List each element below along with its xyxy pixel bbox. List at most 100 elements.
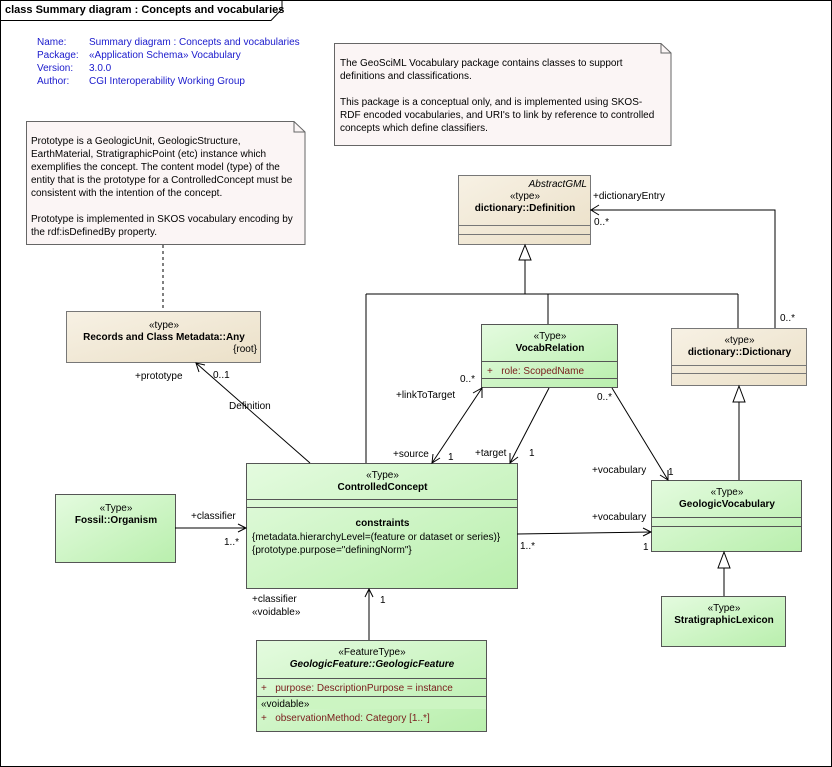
generalization-lexicon <box>717 550 731 596</box>
records-any-box <box>66 311 261 363</box>
class-stereotype: «Type» <box>710 487 744 498</box>
class-controlled-concept[interactable]: «Type» ControlledConcept constraints {me… <box>247 464 518 556</box>
package-note-shape <box>334 43 672 146</box>
package-note: The GeoSciML Vocabulary package contains… <box>340 57 662 135</box>
vr-vocabulary-association <box>611 387 669 481</box>
class-attribute: + role: ScopedName <box>487 365 584 378</box>
info-value: CGI Interoperability Working Group <box>89 76 245 87</box>
class-stereotype: «type» <box>509 191 541 202</box>
class-name: GeologicVocabulary <box>679 499 775 510</box>
geologic-feature-box <box>256 640 487 732</box>
constraints-list: {metadata.hierarchyLevel=(feature or dat… <box>252 531 500 557</box>
class-attribute: + observationMethod: Category [1..*] <box>261 712 430 725</box>
info-value: «Application Schema» Vocabulary <box>89 50 241 61</box>
class-definition[interactable]: AbstractGML «type» dictionary::Definitio… <box>459 176 591 215</box>
note-paragraph: This package is a conceptual only, and i… <box>340 97 655 134</box>
multiplicity-label: 0..* <box>780 313 796 324</box>
attribute-text: purpose: DescriptionPurpose = instance <box>275 683 453 694</box>
class-fossil-organism[interactable]: «Type» Fossil::Organism <box>56 495 176 527</box>
class-stereotype: «FeatureType» <box>338 647 406 658</box>
vocab-relation-box <box>481 324 618 388</box>
attribute-visibility: + <box>261 683 267 694</box>
multiplicity-label: 0..* <box>594 217 610 228</box>
role-label: +classifier <box>252 594 297 605</box>
info-value: 3.0.0 <box>89 63 112 74</box>
class-name: dictionary::Definition <box>474 203 576 214</box>
attribute-visibility: + <box>487 366 493 377</box>
prototype-note-shape <box>26 121 306 245</box>
generalization-to-definition <box>365 243 739 463</box>
multiplicity-label: 1 <box>380 595 386 606</box>
role-label: +classifier <box>191 511 236 522</box>
association-name: Definition <box>229 401 271 412</box>
link-to-target-association <box>431 387 483 464</box>
multiplicity-label: 1 <box>448 452 454 463</box>
info-key: Name: <box>37 37 67 48</box>
constraint: {prototype.purpose="definingNorm"} <box>252 545 412 556</box>
role-stereotype: «voidable» <box>252 607 301 618</box>
class-name: Fossil::Organism <box>74 515 158 526</box>
class-stereotype: «Type» <box>99 503 133 514</box>
class-name: dictionary::Dictionary <box>687 347 792 358</box>
info-value: Summary diagram : Concepts and vocabular… <box>89 37 300 48</box>
class-records-any[interactable]: «type» Records and Class Metadata::Any {… <box>67 312 261 356</box>
class-vocab-relation[interactable]: «Type» VocabRelation + role: ScopedName <box>482 325 618 377</box>
controlled-concept-box <box>246 463 518 589</box>
class-stereotype: «Type» <box>533 331 567 342</box>
class-geologic-vocabulary[interactable]: «Type» GeologicVocabulary <box>652 481 802 511</box>
class-stereotype: «type» <box>724 335 755 346</box>
diagram-title: class Summary diagram : Concepts and voc… <box>5 4 285 16</box>
class-attribute: + purpose: DescriptionPurpose = instance <box>261 682 453 695</box>
prototype-note: Prototype is a GeologicUnit, GeologicStr… <box>31 135 301 239</box>
multiplicity-label: 1 <box>643 542 649 553</box>
note-paragraph: Prototype is a GeologicUnit, GeologicStr… <box>31 136 293 199</box>
info-key: Package: <box>37 50 79 61</box>
generalization-vocabulary <box>732 384 746 480</box>
role-label: +prototype <box>135 371 183 382</box>
diagram-info: Name: Summary diagram : Concepts and voca… <box>37 36 300 88</box>
class-tag: {root} <box>233 344 257 355</box>
constraint: {metadata.hierarchyLevel=(feature or dat… <box>252 532 501 543</box>
cc-vocabulary-association <box>516 527 653 537</box>
voidable-stereotype: «voidable» <box>261 699 310 710</box>
feature-classifier-association <box>364 587 374 640</box>
attribute-visibility: + <box>261 713 267 724</box>
role-label: +vocabulary <box>592 465 647 476</box>
stratigraphic-lexicon-box <box>661 596 786 647</box>
multiplicity-label: 0..1 <box>213 370 230 381</box>
role-label: +linkToTarget <box>396 390 456 401</box>
multiplicity-label: 1..* <box>520 541 536 552</box>
class-name: ControlledConcept <box>337 482 428 493</box>
geologic-vocabulary-box <box>651 480 802 552</box>
role-label: +source <box>393 449 429 460</box>
class-name: Records and Class Metadata::Any <box>83 332 245 343</box>
dictionary-box <box>671 328 807 386</box>
multiplicity-label: 1 <box>529 448 535 459</box>
class-name: VocabRelation <box>515 343 585 354</box>
attribute-text: observationMethod: Category [1..*] <box>275 713 430 724</box>
diagram-tab <box>0 0 283 21</box>
multiplicity-label: 0..* <box>597 392 613 403</box>
info-key: Version: <box>37 63 74 74</box>
class-stratigraphic-lexicon[interactable]: «Type» StratigraphicLexicon <box>662 597 786 627</box>
role-label: +dictionaryEntry <box>593 191 665 202</box>
class-stereotype: «type» <box>148 320 180 331</box>
target-association <box>509 387 550 464</box>
class-name: StratigraphicLexicon <box>674 615 774 626</box>
class-geologic-feature[interactable]: «FeatureType» GeologicFeature::GeologicF… <box>257 641 487 724</box>
multiplicity-label: 1 <box>668 467 674 478</box>
note-paragraph: The GeoSciML Vocabulary package contains… <box>340 58 623 82</box>
class-stereotype: «Type» <box>707 603 741 614</box>
constraints-title: constraints <box>355 518 410 529</box>
dictionary-entry-association <box>590 204 776 328</box>
class-dictionary[interactable]: «type» dictionary::Dictionary <box>672 329 807 359</box>
abstract-label: AbstractGML <box>528 179 587 190</box>
multiplicity-label: 0..* <box>460 374 476 385</box>
class-name: GeologicFeature::GeologicFeature <box>289 659 455 670</box>
attribute-text: role: ScopedName <box>501 366 585 377</box>
note-paragraph: Prototype is implemented in SKOS vocabul… <box>31 214 293 238</box>
role-label: +target <box>475 448 507 459</box>
fossil-organism-box <box>55 494 176 563</box>
info-key: Author: <box>37 76 70 87</box>
